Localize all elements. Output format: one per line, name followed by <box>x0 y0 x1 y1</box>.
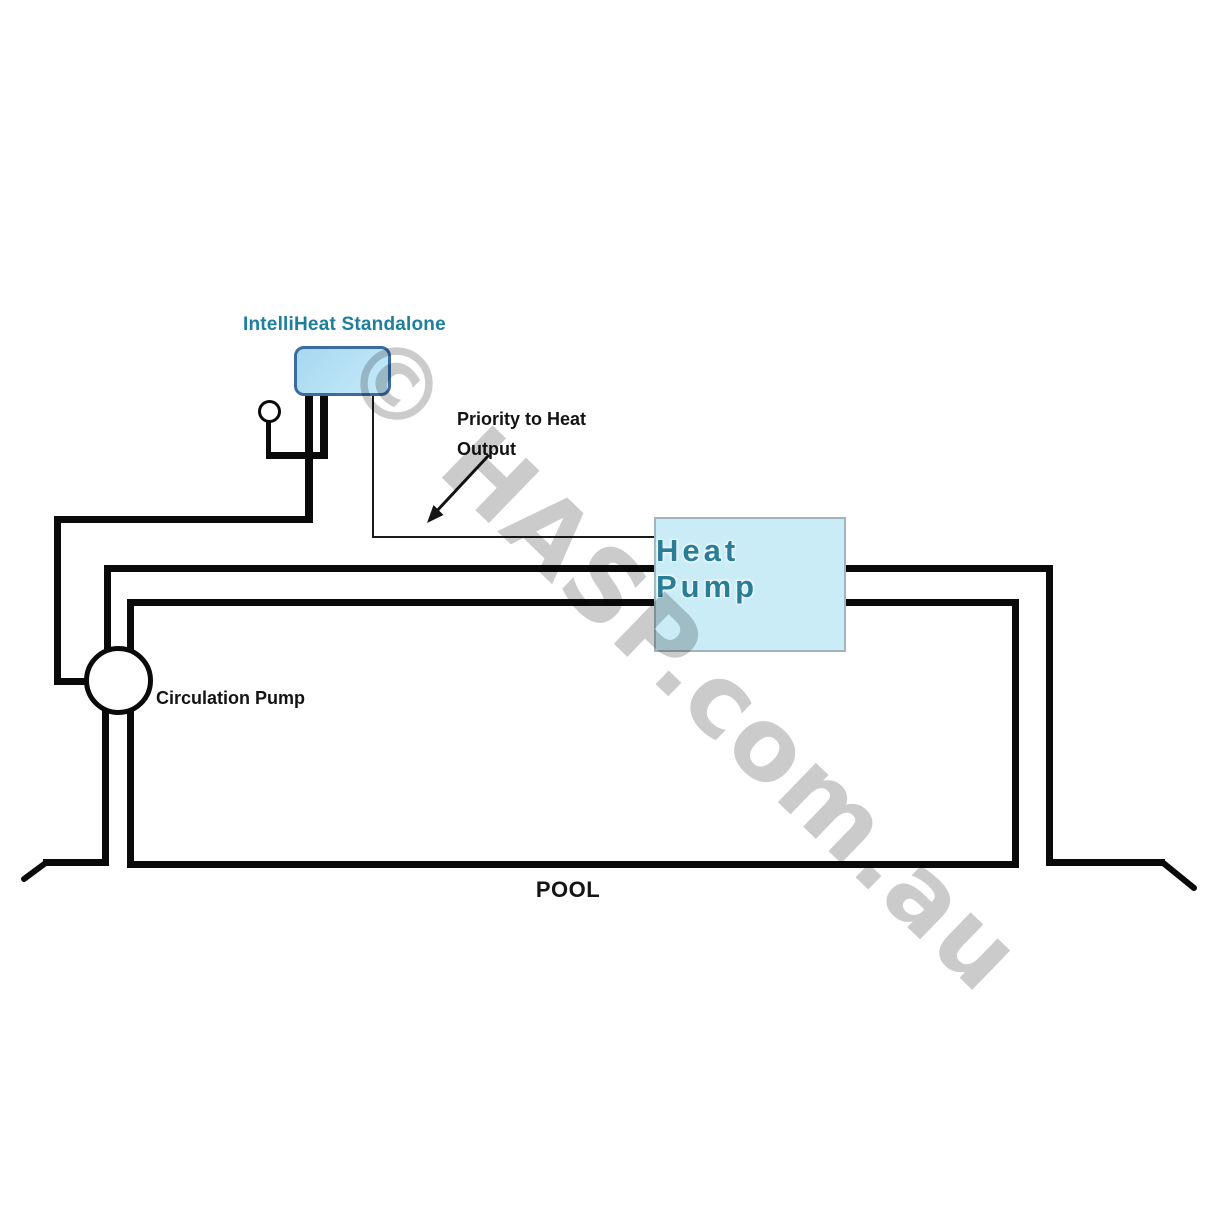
priority-label-line2: Output <box>457 439 516 459</box>
pump-bottom-inner-vertical <box>127 700 134 868</box>
sensor-cable-horizontal <box>266 452 328 459</box>
priority-wire-vertical <box>372 394 374 538</box>
priority-label-line1: Priority to Heat <box>457 409 587 429</box>
controller-cable-horizontal <box>54 516 313 523</box>
sensor-cable-vertical <box>320 393 328 458</box>
priority-arrow-head <box>427 505 444 523</box>
bottom-right-horizontal <box>1046 859 1165 866</box>
pump-left-stub <box>54 678 92 685</box>
circulation-pump-label: Circulation Pump <box>156 688 306 708</box>
bottom-left-horizontal <box>43 859 109 866</box>
sensor-drop-line <box>266 420 271 456</box>
intelliheat-controller-box <box>294 346 391 396</box>
pump-bottom-outer-vertical <box>102 700 109 866</box>
pool-bottom-horizontal <box>127 861 1019 868</box>
priority-arrow-shaft <box>432 453 491 516</box>
right-outer-vertical <box>1046 565 1053 865</box>
pool-break-right-diagonal <box>1159 859 1197 891</box>
temperature-sensor-icon <box>258 400 281 423</box>
supply-pipe-horizontal <box>104 565 1053 572</box>
return-pipe-pump-vertical <box>127 599 134 660</box>
heat-pump-label: Heat Pump <box>656 533 759 604</box>
heat-pump-box: Heat Pump <box>654 517 846 652</box>
right-inner-vertical <box>1012 599 1019 866</box>
return-pipe-horizontal <box>127 599 1019 606</box>
priority-wire-horizontal <box>372 536 662 538</box>
pool-label: POOL <box>535 877 601 902</box>
supply-pipe-pump-vertical <box>104 565 111 660</box>
priority-to-heat-label: Priority to Heat Output <box>457 404 586 464</box>
controller-title: IntelliHeat Standalone <box>243 314 446 335</box>
circulation-pump-symbol <box>84 646 153 715</box>
controller-cable-left-vertical <box>54 516 61 685</box>
pool-break-left-diagonal <box>21 859 50 882</box>
